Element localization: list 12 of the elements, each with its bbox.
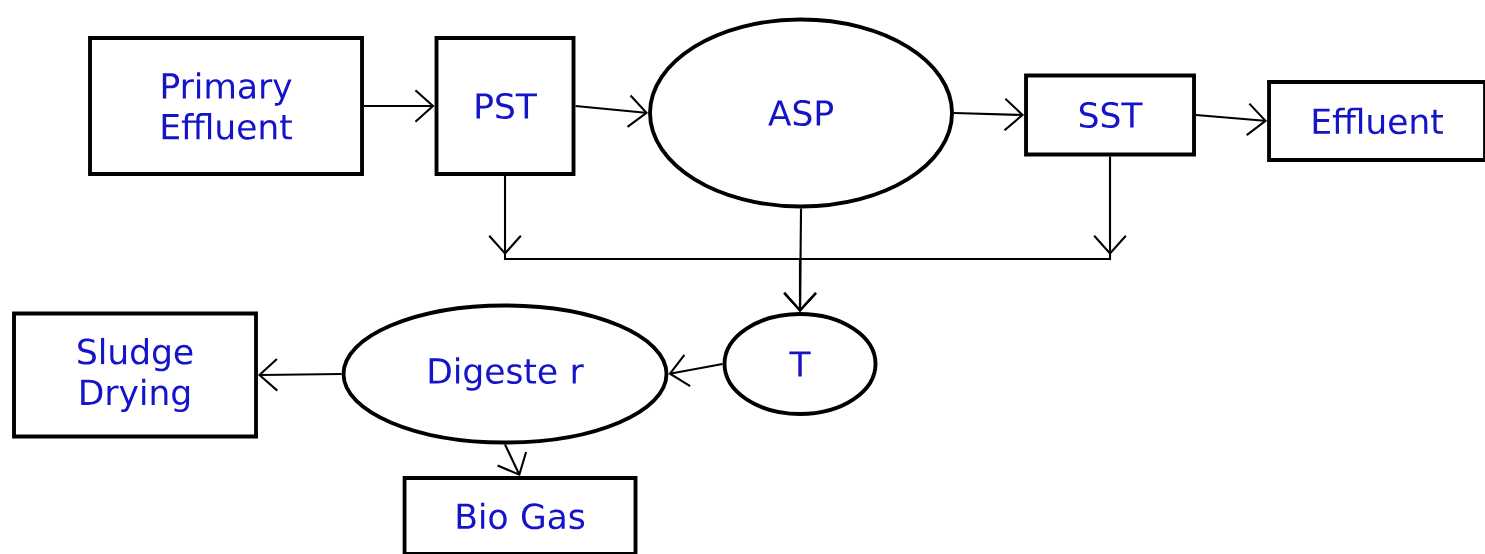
- arrow: [575, 94, 649, 128]
- process-box: Sludge Drying: [12, 311, 258, 439]
- arrow: [953, 97, 1025, 132]
- arrow: [783, 156, 1127, 313]
- arrow: [363, 89, 435, 123]
- arrow: [257, 358, 342, 392]
- process-box: PST: [434, 36, 576, 176]
- process-box: SST: [1024, 73, 1196, 157]
- process-box: Bio Gas: [402, 476, 638, 554]
- arrow: [1195, 102, 1268, 136]
- process-box: Primary Effluent: [88, 36, 364, 176]
- process-box: Effluent: [1267, 80, 1485, 162]
